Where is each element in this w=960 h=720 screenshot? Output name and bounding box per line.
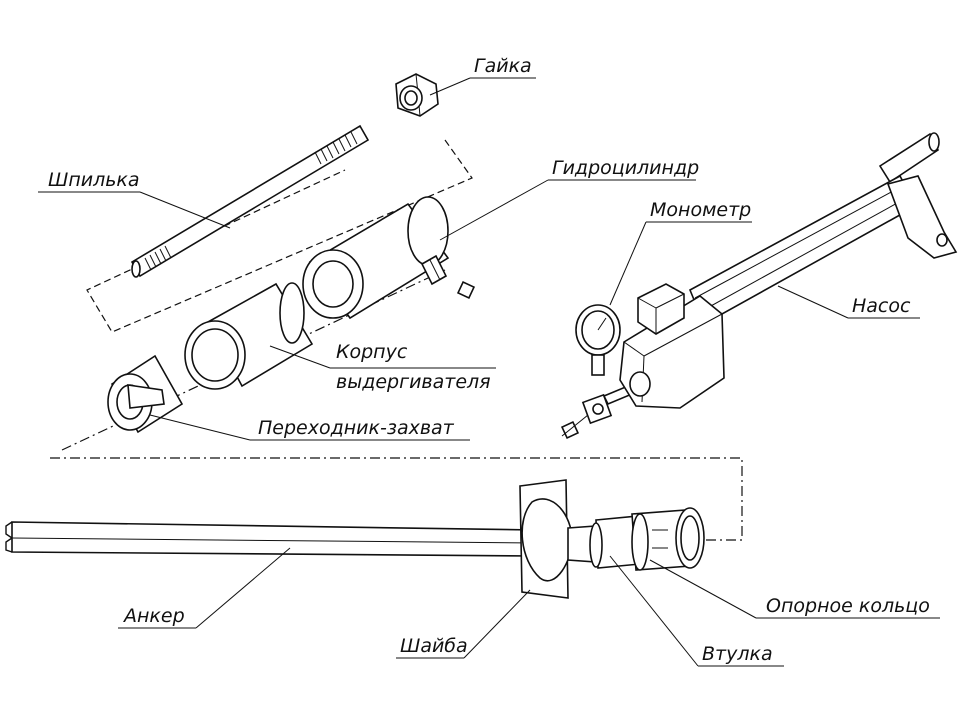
washer-part <box>519 479 573 599</box>
support-ring-part <box>631 507 705 571</box>
label-pump: Насос <box>852 295 911 317</box>
assembly-guide-lines <box>50 139 743 541</box>
adapter-grip-part <box>107 354 184 434</box>
stud-thread-right <box>314 131 358 165</box>
nut-part <box>395 73 439 117</box>
label-support-ring: Опорное кольцо <box>766 595 930 617</box>
label-anchor: Анкер <box>122 605 185 627</box>
stud-thread-left <box>144 245 172 271</box>
sleeve-part <box>567 515 641 569</box>
cylinder-part <box>302 196 450 320</box>
pump-part <box>619 132 958 409</box>
label-washer: Шайба <box>400 635 468 657</box>
puller-body-part <box>184 282 314 390</box>
label-adapter-grip: Переходник-захват <box>258 417 455 439</box>
label-pressure-gauge: Монометр <box>650 199 751 221</box>
label-hydraulic-cylinder: Гидроцилиндр <box>552 157 699 179</box>
label-puller-body-line1: Корпус <box>336 341 408 363</box>
anchor-part <box>5 521 536 557</box>
hose-part <box>456 280 589 447</box>
leader-lines <box>38 77 940 667</box>
gauge-part <box>575 304 634 425</box>
stud-part <box>130 124 370 278</box>
label-puller-body-line2: выдергивателя <box>336 371 491 393</box>
label-nut: Гайка <box>474 55 532 77</box>
label-sleeve: Втулка <box>702 643 773 665</box>
label-stud: Шпилька <box>48 169 140 191</box>
